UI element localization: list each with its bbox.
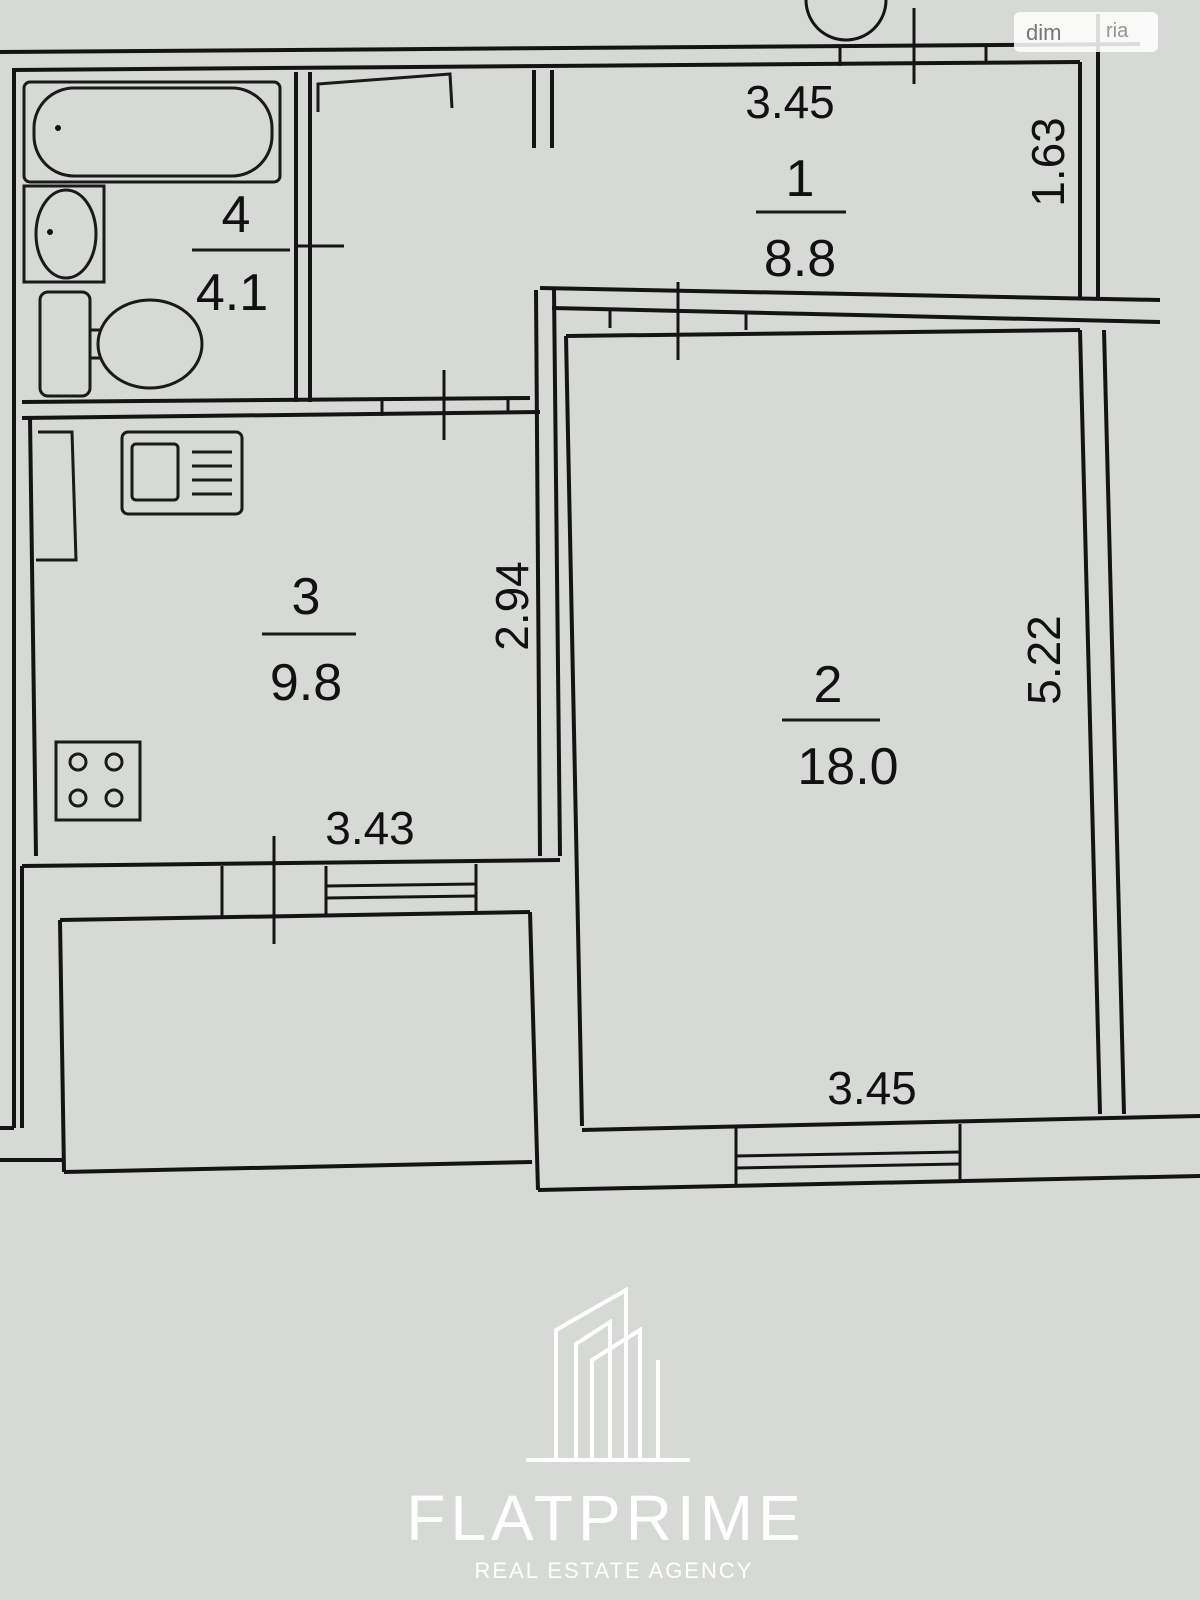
room-1-width-label: 3.45	[745, 76, 835, 128]
brand-name: FLATPRIME	[406, 1482, 805, 1554]
watermark-badge: dim ria	[1014, 12, 1158, 52]
room-3-width-label: 3.43	[325, 802, 415, 854]
watermark-text-1: dim	[1026, 20, 1062, 45]
toilet-icon	[38, 290, 204, 398]
walls	[0, 0, 1200, 1192]
stove-icon	[54, 740, 142, 822]
room-1-area: 8.8	[764, 230, 836, 288]
room-2-width-label: 3.45	[827, 1062, 917, 1114]
room-2-area: 18.0	[797, 738, 898, 796]
room-1-depth-label: 1.63	[1022, 117, 1074, 207]
room-3-depth-label: 2.94	[486, 561, 538, 651]
flatprime-logo	[526, 1286, 690, 1462]
room-4-area: 4.1	[196, 264, 268, 322]
brand-tagline: REAL ESTATE AGENCY	[475, 1558, 754, 1583]
watermark-text-2: ria	[1106, 20, 1129, 42]
counter-icon	[36, 430, 78, 562]
room-2-depth-label: 5.22	[1018, 615, 1070, 705]
cabinet-icon	[316, 72, 454, 112]
room-4-number: 4	[222, 186, 251, 244]
room-3-area: 9.8	[270, 654, 342, 712]
bathtub-icon	[22, 80, 282, 184]
room-3-number: 3	[292, 568, 321, 626]
sink-icon	[22, 184, 106, 284]
room-1-number: 1	[786, 150, 815, 208]
kitchen-sink-icon	[120, 430, 244, 516]
room-2-number: 2	[814, 656, 843, 714]
